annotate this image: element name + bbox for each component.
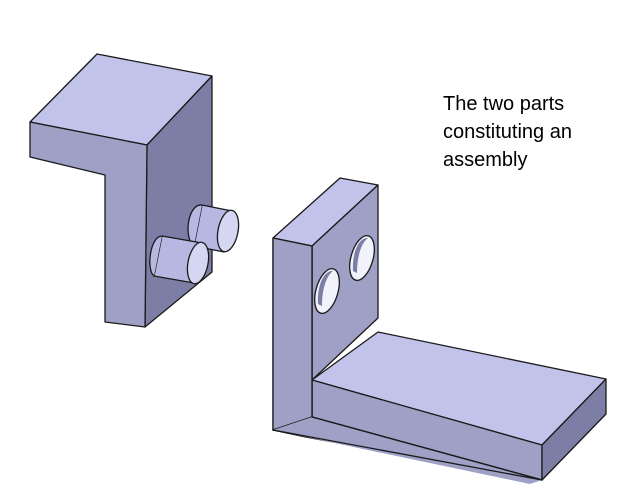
caption-line-2: constituting an (443, 121, 572, 143)
left-part-front-face (29, 121, 148, 328)
caption-line-1: The two parts (443, 93, 565, 115)
left-part (29, 53, 240, 328)
lower-pin (149, 235, 210, 285)
plate-hole-left (314, 268, 340, 314)
plate-hole-right (349, 235, 375, 281)
right-part-base-end-face (541, 378, 607, 481)
diagram-caption: The two parts constituting an assembly (443, 90, 623, 174)
upper-pin-end-face (216, 209, 240, 253)
caption-line-3: assembly (443, 149, 528, 171)
right-part (272, 177, 607, 484)
lower-pin-end-face (186, 241, 210, 285)
